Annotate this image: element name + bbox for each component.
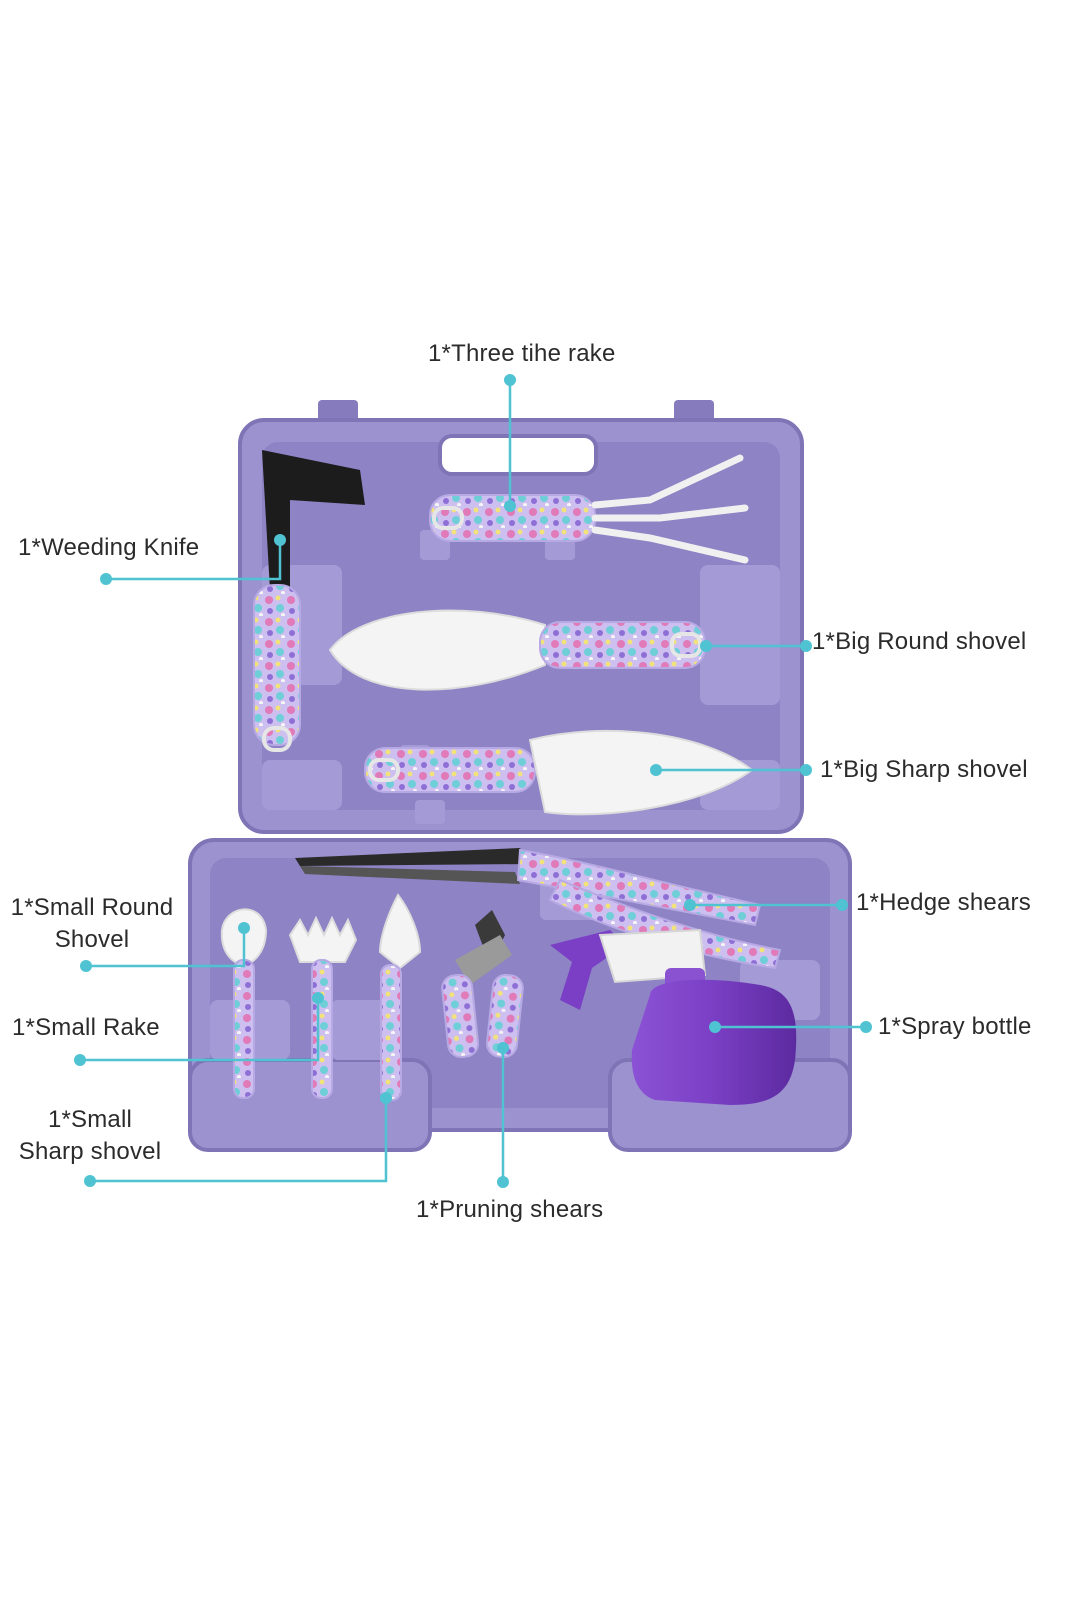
label-weeding-knife: 1*Weeding Knife bbox=[18, 534, 200, 561]
label-small-round-shovel-line2: Shovel bbox=[54, 926, 130, 953]
callout-dots bbox=[74, 374, 872, 1188]
three-tine-rake bbox=[429, 454, 749, 564]
label-hedge-shears: 1*Hedge shears bbox=[856, 889, 1031, 916]
spray-bottle bbox=[550, 928, 797, 1105]
label-big-sharp-shovel: 1*Big Sharp shovel bbox=[820, 756, 1028, 783]
leader-weeding-knife bbox=[106, 540, 282, 581]
label-small-sharp-shovel-line1: 1*Small bbox=[47, 1106, 133, 1133]
pruning-shears bbox=[441, 910, 524, 1059]
callout-lines bbox=[80, 380, 866, 1183]
label-three-tine-rake: 1*Three tihe rake bbox=[428, 340, 616, 367]
label-small-rake: 1*Small Rake bbox=[12, 1014, 160, 1041]
leader-small-rake bbox=[80, 998, 320, 1062]
label-big-round-shovel: 1*Big Round shovel bbox=[812, 628, 1027, 655]
leader-small-round-shovel bbox=[86, 928, 246, 968]
leader-small-sharp-shovel bbox=[90, 1098, 388, 1183]
label-small-sharp-shovel-line2: Sharp shovel bbox=[18, 1138, 162, 1165]
big-sharp-shovel bbox=[364, 729, 754, 816]
label-spray-bottle: 1*Spray bottle bbox=[878, 1013, 1032, 1040]
label-small-round-shovel-line1: 1*Small Round bbox=[10, 894, 174, 921]
weeding-knife bbox=[253, 450, 365, 752]
big-round-shovel bbox=[328, 609, 706, 691]
label-pruning-shears: 1*Pruning shears bbox=[416, 1196, 604, 1223]
label-small-sharp-shovel: 1*Small Sharp shovel bbox=[4, 1104, 176, 1168]
label-small-round-shovel: 1*Small Round Shovel bbox=[2, 892, 182, 956]
